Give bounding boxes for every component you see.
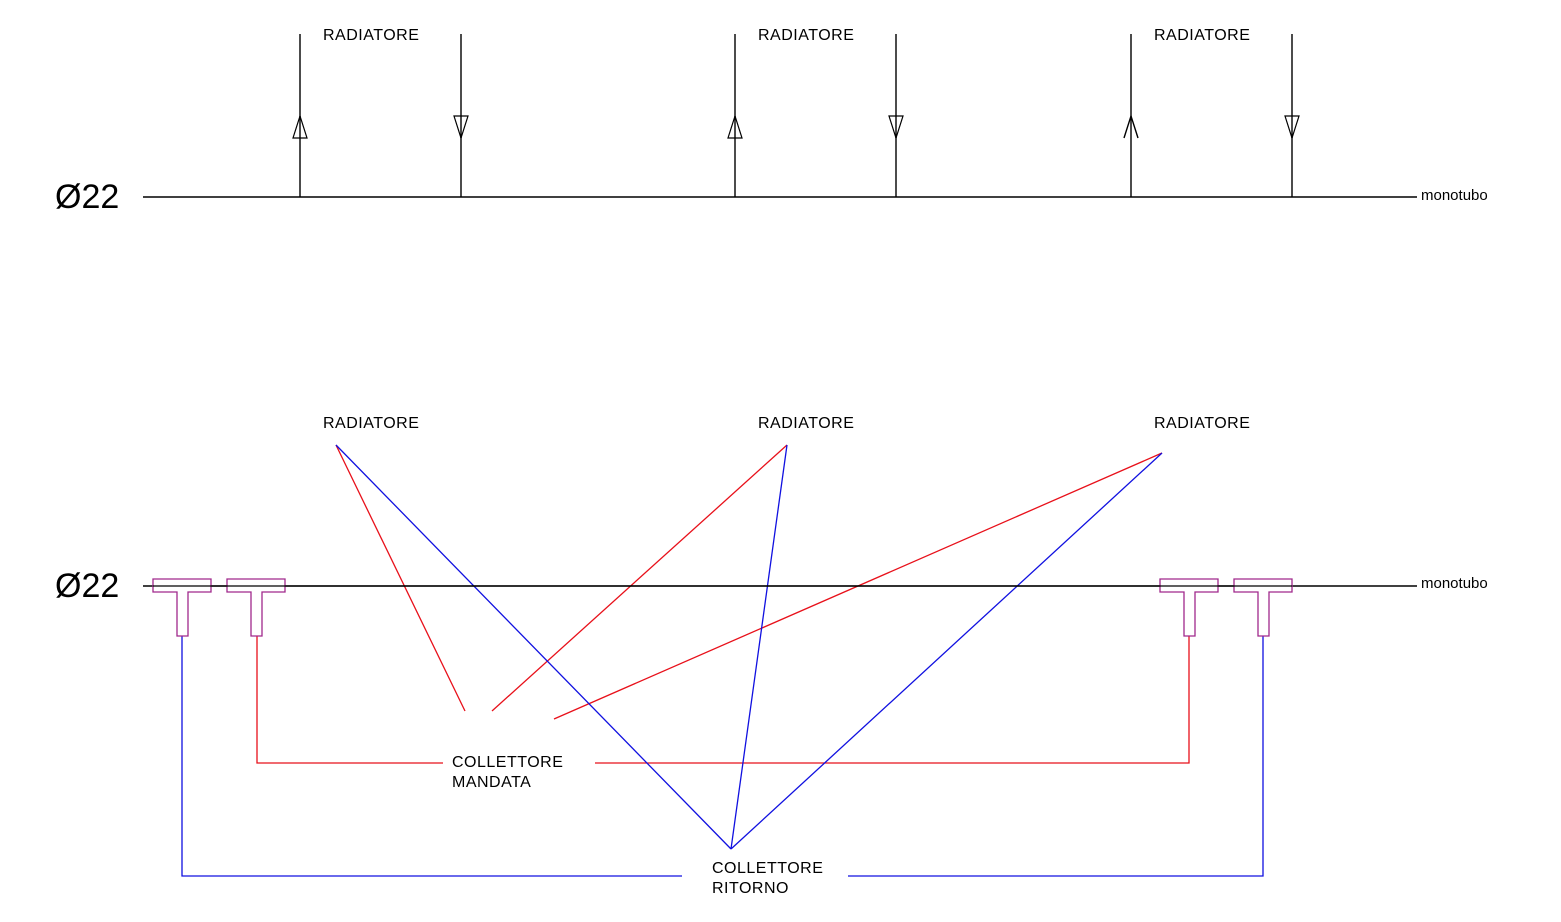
supply-manifold-left-pipe (256, 636, 443, 764)
top-radiator-3: RADIATORE (1123, 27, 1300, 197)
return-manifold-label-line-2: RITORNO (712, 880, 789, 897)
tee-fitting-icon (1159, 578, 1219, 637)
bottom-radiator-1-label: RADIATORE (323, 415, 419, 432)
top-pipe-diameter: Ø22 (55, 178, 119, 216)
supply-manifold-right-pipe (595, 636, 1190, 764)
bottom-section: Ø22 RADIATORE RADIATORE RADIATORE monotu… (55, 415, 1488, 897)
top-radiator-2-label: RADIATORE (758, 27, 854, 44)
top-radiator-3-label: RADIATORE (1154, 27, 1250, 44)
return-manifold-right-pipe (848, 636, 1264, 877)
return-manifold-left-pipe (181, 636, 682, 877)
top-radiator-1-label: RADIATORE (323, 27, 419, 44)
bottom-radiator-3-label: RADIATORE (1154, 415, 1250, 432)
bottom-radiator-2-label: RADIATORE (758, 415, 854, 432)
flow-up-open-arrow-icon (1123, 113, 1139, 139)
supply-line-radiator-2 (491, 444, 788, 712)
top-section: Ø22 monotubo RADIATORE RADIATORE RADIATO… (55, 27, 1488, 216)
bottom-pipe-diameter: Ø22 (55, 567, 119, 605)
bottom-pipe-label: monotubo (1421, 575, 1488, 592)
top-radiator-2: RADIATORE (727, 27, 904, 197)
supply-manifold-label-line-1: COLLETTORE (452, 754, 563, 771)
tee-fitting-icon (1233, 578, 1293, 637)
tee-fitting-icon (226, 578, 286, 637)
tee-fitting-icon (152, 578, 212, 637)
return-line-radiator-2 (730, 444, 788, 850)
return-manifold-label-line-1: COLLETTORE (712, 860, 823, 877)
return-lines (181, 444, 1264, 877)
supply-manifold-label-line-2: MANDATA (452, 774, 531, 791)
return-line-radiator-3 (730, 452, 1163, 850)
return-line-radiator-1 (335, 444, 732, 850)
supply-lines (256, 444, 1190, 764)
supply-line-radiator-1 (335, 444, 466, 712)
tee-fittings (152, 578, 1293, 637)
top-radiator-1: RADIATORE (292, 27, 469, 197)
top-pipe-label: monotubo (1421, 187, 1488, 204)
